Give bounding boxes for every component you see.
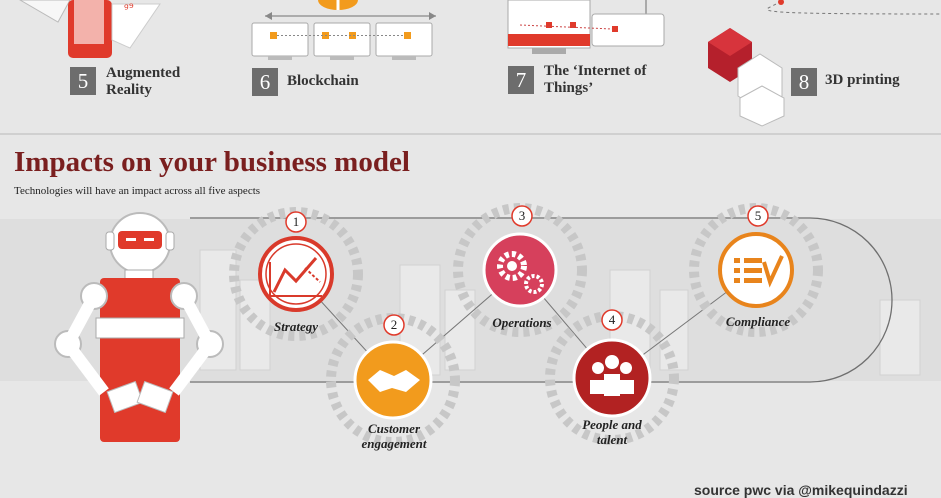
section-subtitle: Technologies will have an impact across … [14,185,261,197]
section-title: Impacts on your business model [14,146,410,178]
people-icon [572,338,652,418]
aspect-label-people-and-talent: People and talent [582,417,642,447]
aspect-number-badges [285,205,769,336]
aspect-number-4: 4 [608,312,616,327]
aspect-number-1: 1 [292,214,300,229]
aspect-number-2: 2 [390,317,398,332]
svg-text:ᵍ⁹: ᵍ⁹ [124,1,134,15]
tech-label-blockchain: Blockchain [287,73,359,89]
augmented-reality-icon: ᵍ⁹ [19,0,161,58]
process-track [190,217,893,383]
aspect-number-5: 5 [754,208,762,223]
source-credit: source pwc via @mikequindazzi [694,482,908,498]
aspect-label-compliance: Compliance [725,314,791,329]
tech-number-ar: 5 [70,67,96,95]
tech-label-3d: 3D printing [825,72,900,88]
3d-printing-icon [708,0,941,127]
checklist-icon [718,232,794,308]
aspect-label-operations: Operations [492,315,552,330]
handshake-icon [353,340,433,420]
aspect-label-strategy: Strategy [273,319,319,334]
gears-icon [482,232,558,308]
tech-label-ar: Augmented Reality [106,65,181,98]
aspect-number-3: 3 [518,208,526,223]
strategy-icon [258,236,334,312]
aspect-label-customer-engagement: Customer engagement [361,421,427,451]
tech-number-blockchain: 6 [252,68,278,96]
tech-number-iot: 7 [508,66,534,94]
robot-illustration [54,212,224,442]
tech-number-3d: 8 [791,68,817,96]
iot-icon [507,0,665,54]
blockchain-icon [251,0,436,60]
tech-label-iot: The ‘Internet of Things’ [544,63,647,96]
